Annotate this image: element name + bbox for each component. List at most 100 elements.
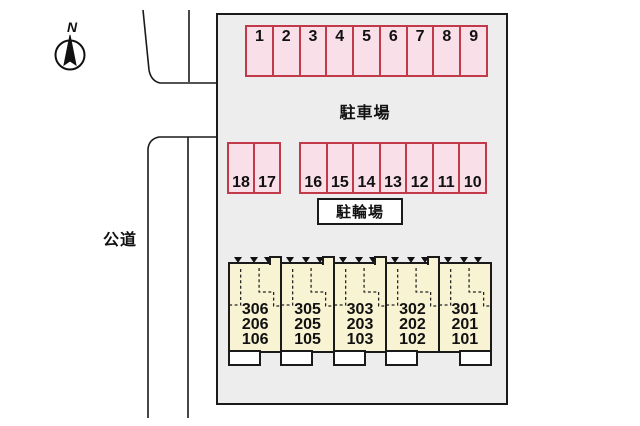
parking-row-mid-left: 18 17 [227,142,281,194]
eave-marker-icon [338,257,347,263]
parking-space-14: 14 [354,144,381,192]
parking-space-5: 5 [354,27,381,75]
space-number: 5 [362,28,371,45]
compass-n-label: N [67,19,78,35]
eave-marker-icon [459,257,468,263]
space-number: 11 [437,174,455,191]
eave-marker-icon [250,257,258,263]
parking-area-label: 駐車場 [339,105,391,122]
unit-room-numbers: 302 202 102 [387,301,437,348]
space-number: 1 [254,28,264,45]
eave-marker-icon [443,257,452,263]
unit-stack-301: 301 201 101 [439,257,493,366]
space-number: 15 [330,174,349,191]
parking-space-1: 1 [247,27,274,75]
public-road-label: 公道 [103,232,138,249]
unit-room-numbers: 306 206 106 [230,301,280,348]
building-outline: 306 206 106 305 205 105 [228,256,493,366]
space-number: 9 [469,28,479,45]
eave-marker-icon [421,257,430,263]
room-number: 103 [346,331,374,348]
parking-space-4: 4 [327,27,355,75]
road-edge-lower-left [147,136,216,418]
parking-space-18: 18 [229,144,255,192]
space-number: 8 [442,28,452,45]
space-number: 12 [410,174,429,191]
unit-room-numbers: 305 205 105 [282,301,332,348]
room-number: 301 [451,301,479,318]
parking-space-15: 15 [328,144,355,192]
porch-notch [374,256,388,265]
parking-space-17: 17 [255,144,279,192]
space-number: 6 [388,28,398,45]
eave-marker-icon [302,257,311,263]
eave-marker-icon [264,257,272,263]
entrance-door [228,350,261,366]
room-number: 303 [346,301,374,318]
room-number: 105 [294,331,321,348]
room-number: 306 [241,301,269,318]
room-number: 203 [346,316,374,333]
space-number: 18 [232,174,250,191]
interior-dashed-lines [282,268,333,307]
interior-dashed-lines [334,268,386,307]
space-number: 16 [304,174,323,191]
road-edge-upper-left [142,9,216,84]
parking-space-9: 9 [461,27,486,75]
unit-stack-303: 303 203 103 [332,256,388,366]
eave-marker-icon [407,257,416,263]
eave-marker-icon [391,257,400,263]
site-area: 1 2 3 4 5 6 7 8 9 駐車場 18 17 16 15 14 13 … [216,13,508,405]
room-number: 102 [399,331,426,348]
room-number: 101 [451,331,479,348]
parking-space-2: 2 [274,27,301,75]
parking-row-top: 1 2 3 4 5 6 7 8 9 [245,25,488,77]
eave-marker-icon [234,257,242,263]
parking-space-12: 12 [407,144,434,192]
eave-marker-icon [286,257,295,263]
space-number: 10 [463,174,482,191]
room-number: 201 [451,316,479,333]
porch-notch [269,256,283,265]
eave-marker-icon [473,257,482,263]
room-number: 205 [294,316,321,333]
room-number: 305 [294,301,321,318]
eave-marker-icon [368,257,377,263]
eave-marker-icon [354,257,363,263]
parking-space-8: 8 [434,27,462,75]
entrance-door [332,350,366,366]
bicycle-parking-label: 駐輪場 [335,204,384,221]
interior-dashed-lines [439,268,491,307]
parking-space-16: 16 [301,144,328,192]
porch-notch [426,256,440,265]
parking-row-mid-right: 16 15 14 13 12 11 10 [299,142,487,194]
entrance-door [459,350,493,366]
space-number: 2 [281,28,291,45]
north-compass-icon: N [54,19,86,71]
room-number: 302 [399,301,426,318]
parking-space-13: 13 [381,144,408,192]
porch-notch [321,256,335,265]
unit-stack-302: 302 202 102 [385,256,440,366]
space-number: 7 [415,28,425,45]
parking-space-11: 11 [434,144,461,192]
unit-stack-306: 306 206 106 [228,256,283,366]
room-number: 206 [241,316,269,333]
parking-space-10: 10 [460,144,485,192]
entrance-door [280,350,314,366]
unit-stack-305: 305 205 105 [280,256,335,366]
space-number: 13 [384,174,402,191]
space-number: 17 [258,174,276,191]
interior-dashed-lines [230,268,281,307]
unit-room-numbers: 301 201 101 [440,301,490,348]
unit-room-numbers: 303 203 103 [335,301,385,348]
space-number: 14 [357,174,376,191]
entrance-door [385,350,419,366]
parking-space-3: 3 [301,27,328,75]
room-number: 202 [399,316,426,333]
space-number: 3 [308,28,318,45]
bicycle-parking-box: 駐輪場 [317,198,403,225]
space-number: 4 [335,28,345,45]
interior-dashed-lines [387,268,438,307]
